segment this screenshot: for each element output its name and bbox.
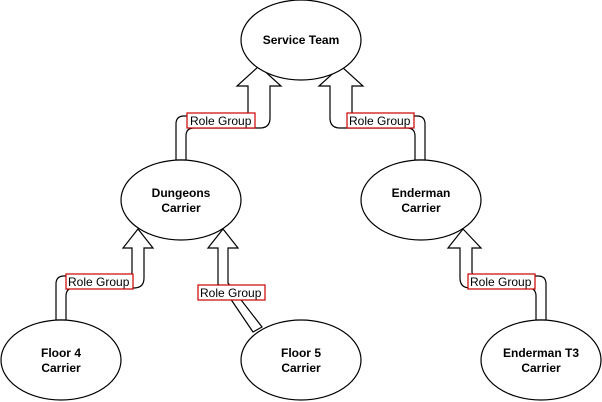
arrow-shape: [317, 65, 426, 161]
edge-label-box: [467, 273, 536, 290]
node-label-line-1: Floor 5: [281, 346, 321, 360]
node-label-line-2: Carrier: [521, 361, 561, 375]
arrow-shape: [175, 65, 283, 161]
edge-endermant3-to-enderman[interactable]: Role Group: [446, 228, 547, 321]
node-label-line-2: Carrier: [401, 201, 441, 215]
edge-label: Role Group: [349, 114, 411, 128]
edge-label-box: [65, 273, 134, 290]
edge-floor4-to-dungeons[interactable]: Role Group: [55, 228, 155, 321]
edge-label-box: [186, 112, 256, 129]
edge-dungeons-to-service[interactable]: Role Group: [175, 65, 283, 161]
node-floor-5-carrier[interactable]: Floor 5 Carrier: [240, 319, 362, 401]
node-dungeons-carrier[interactable]: Dungeons Carrier: [120, 159, 242, 241]
node-label-line-2: Carrier: [281, 361, 321, 375]
node-ellipse: [0, 319, 122, 401]
edge-label: Role Group: [68, 275, 130, 289]
node-label-line-1: Enderman: [392, 186, 451, 200]
edge-label-box: [197, 284, 266, 301]
edge-label: Role Group: [200, 286, 262, 300]
node-label-line-1: Dungeons: [152, 186, 211, 200]
edge-enderman-to-service[interactable]: Role Group: [317, 65, 426, 161]
node-ellipse: [360, 159, 482, 241]
node-ellipse: [120, 159, 242, 241]
node-enderman-t3-carrier[interactable]: Enderman T3 Carrier: [480, 319, 602, 401]
node-ellipse: [480, 319, 602, 401]
arrow-shape: [206, 228, 263, 333]
edge-label: Role Group: [190, 114, 252, 128]
node-ellipse: [240, 319, 362, 401]
node-label-line-1: Floor 4: [41, 346, 81, 360]
node-label: Service Team: [263, 33, 340, 47]
node-service-team[interactable]: Service Team: [240, 0, 362, 81]
edges-layer: Role Group Role Group Role Group Role Gr…: [55, 65, 547, 333]
node-label-line-1: Enderman T3: [503, 346, 579, 360]
node-ellipse: [240, 0, 362, 81]
node-floor-4-carrier[interactable]: Floor 4 Carrier: [0, 319, 122, 401]
node-enderman-carrier[interactable]: Enderman Carrier: [360, 159, 482, 241]
node-label-line-2: Carrier: [161, 201, 201, 215]
node-label-line-2: Carrier: [41, 361, 81, 375]
edge-label-box: [346, 112, 415, 129]
edge-label: Role Group: [470, 275, 532, 289]
edge-floor5-to-dungeons[interactable]: Role Group: [197, 228, 266, 333]
